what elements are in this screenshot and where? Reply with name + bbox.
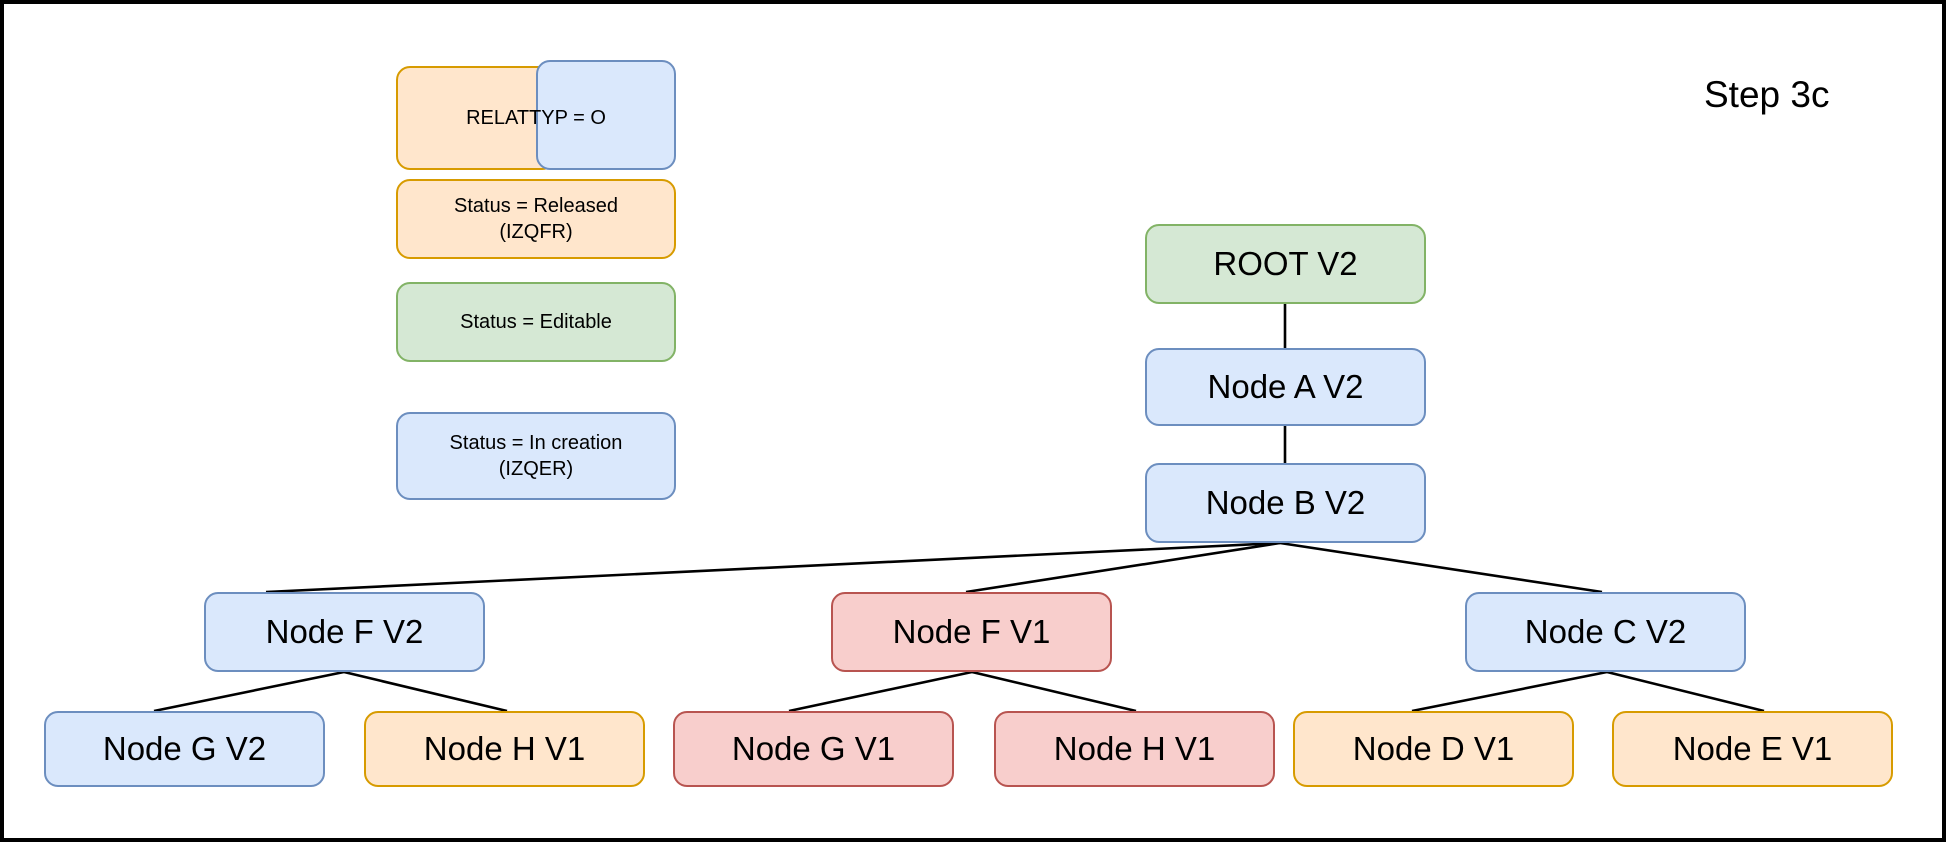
legend-item-status-in-creation: Status = In creation (IZQER)	[396, 412, 676, 500]
legend-item-status-released: Status = Released (IZQFR)	[396, 179, 676, 259]
node-node-h-v1-b[interactable]: Node H V1	[994, 711, 1275, 787]
node-root-v2[interactable]: ROOT V2	[1145, 224, 1426, 304]
edge-fv2-to-hv1	[343, 670, 508, 713]
node-node-a-v2[interactable]: Node A V2	[1145, 348, 1426, 426]
node-node-e-v1[interactable]: Node E V1	[1612, 711, 1893, 787]
node-node-g-v1[interactable]: Node G V1	[673, 711, 954, 787]
legend-item-relattyp-label: RELATTYP = O	[466, 107, 606, 129]
edge-fv1-to-gv1	[788, 670, 973, 713]
node-node-h-v1[interactable]: Node H V1	[364, 711, 645, 787]
edge-b-to-f-v1	[965, 541, 1281, 594]
step-label: Step 3c	[1704, 74, 1830, 115]
edge-b-to-c-v2	[1279, 541, 1603, 594]
node-node-f-v2[interactable]: Node F V2	[204, 592, 485, 672]
edge-fv2-to-gv2	[153, 670, 345, 713]
node-node-c-v2[interactable]: Node C V2	[1465, 592, 1746, 672]
edge-cv2-to-dv1	[1411, 670, 1608, 713]
node-node-b-v2[interactable]: Node B V2	[1145, 463, 1426, 543]
edge-cv2-to-ev1	[1606, 670, 1765, 713]
legend-item-relattyp	[396, 66, 556, 170]
edge-fv1-to-hv1	[971, 670, 1137, 713]
edge-b-to-f-v2	[265, 541, 1281, 594]
node-node-d-v1[interactable]: Node D V1	[1293, 711, 1574, 787]
legend-item-relattyp-overlay	[536, 60, 676, 170]
legend-item-status-editable: Status = Editable	[396, 282, 676, 362]
node-node-g-v2[interactable]: Node G V2	[44, 711, 325, 787]
node-node-f-v1[interactable]: Node F V1	[831, 592, 1112, 672]
